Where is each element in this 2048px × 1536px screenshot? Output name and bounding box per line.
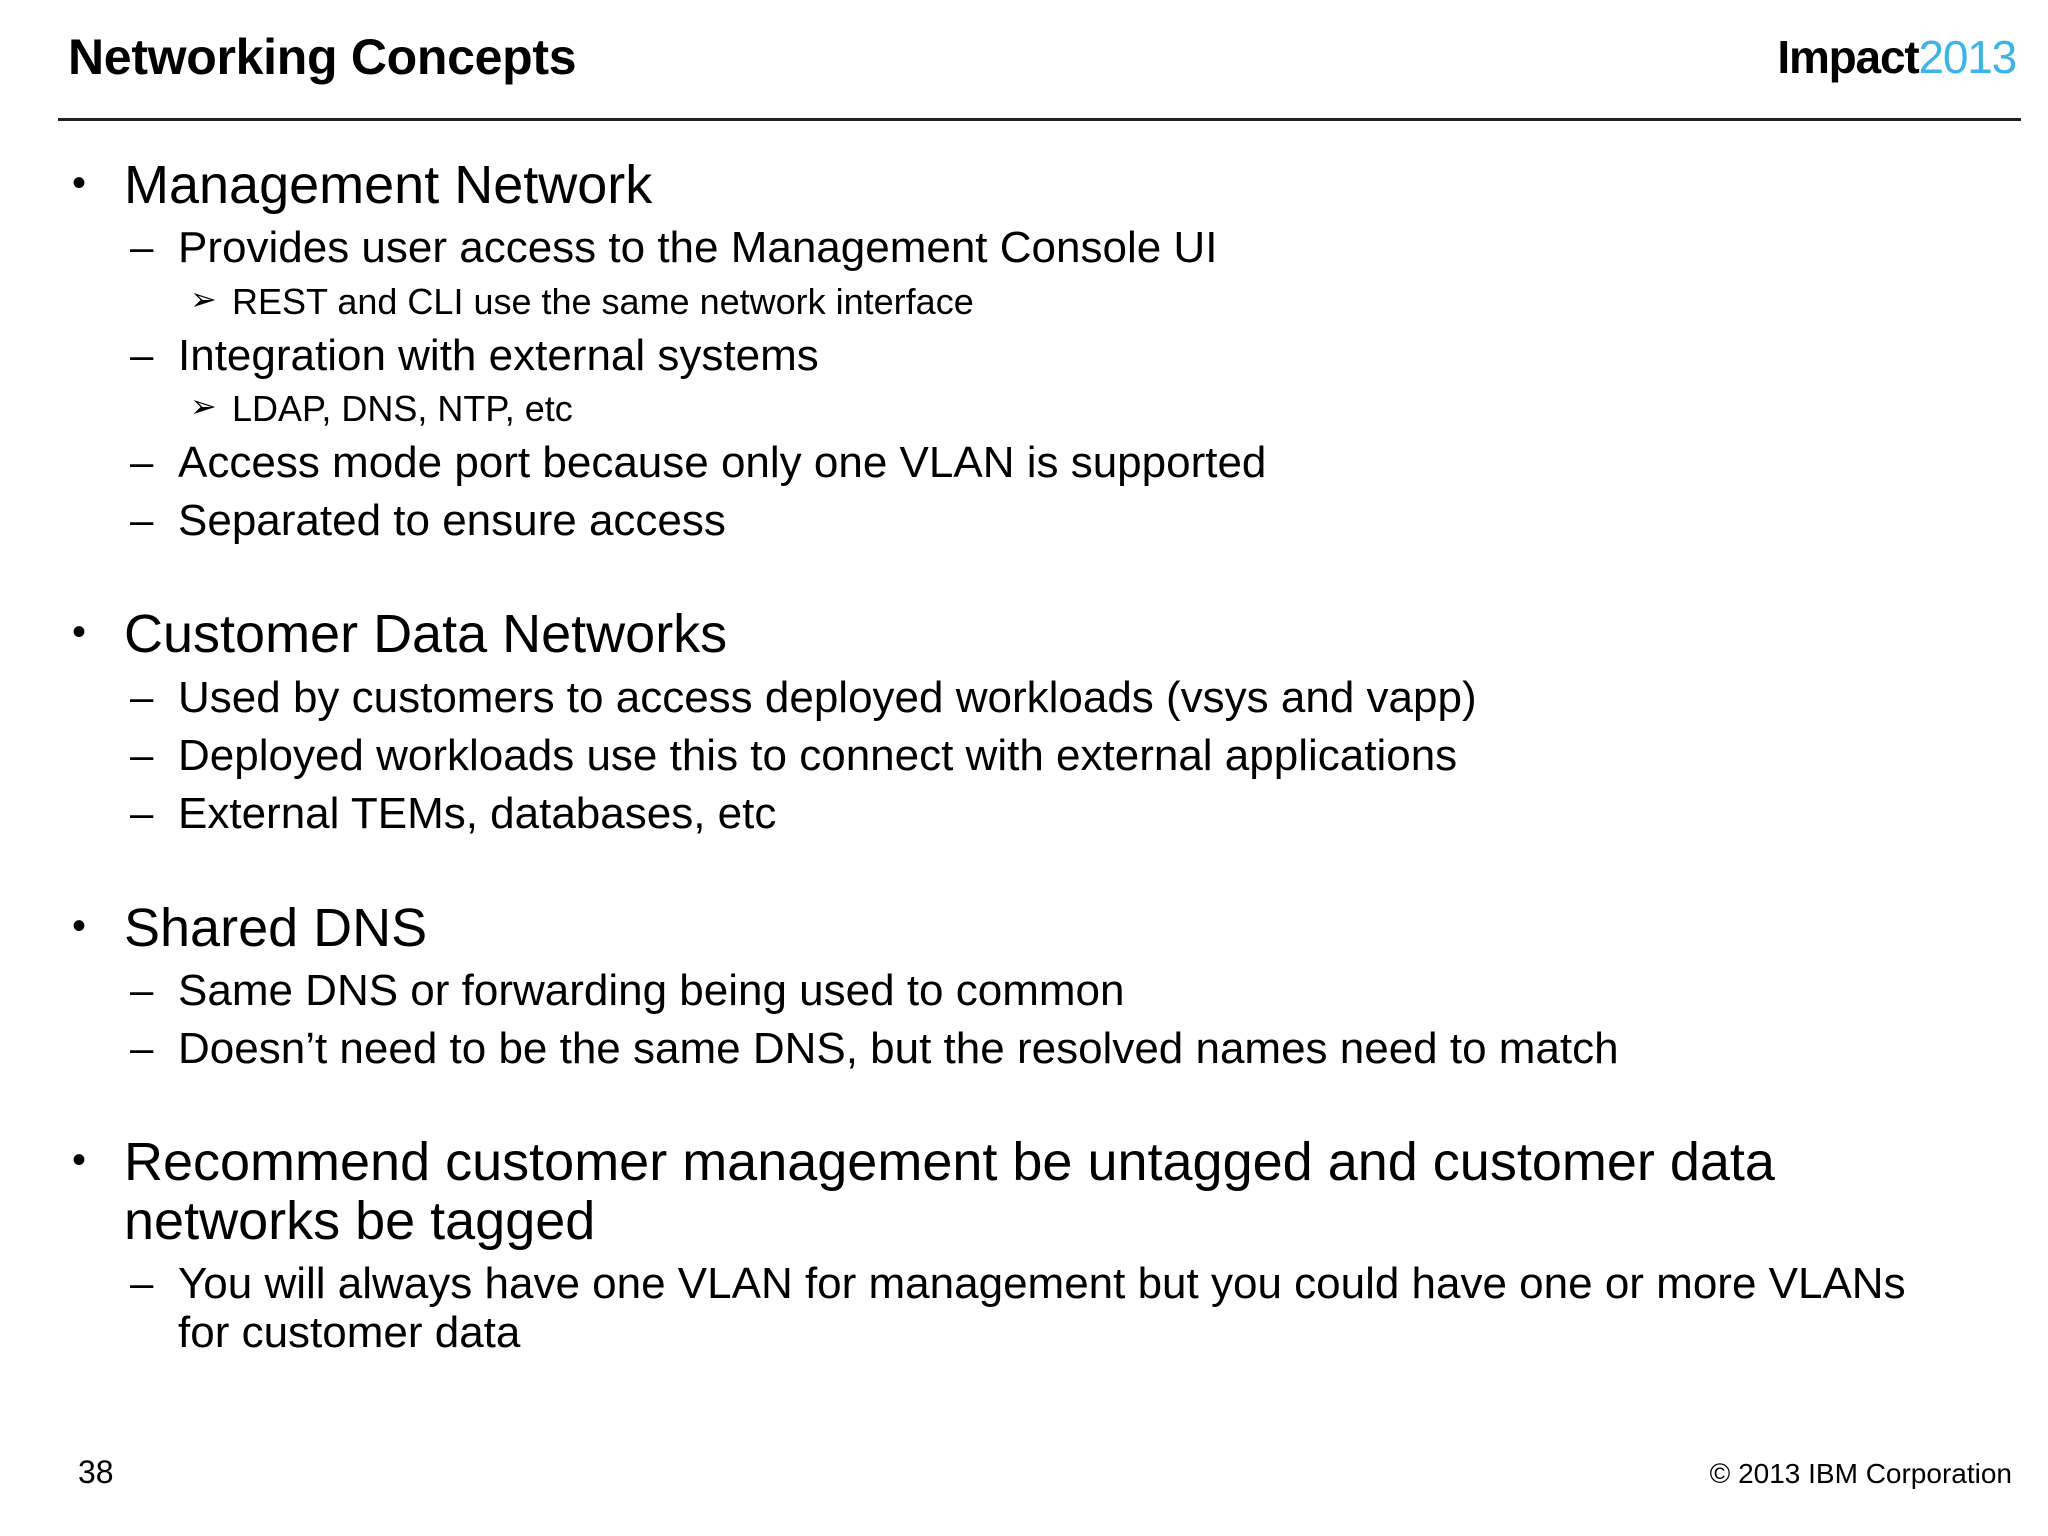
slide-footer: 38 © 2013 IBM Corporation <box>0 1426 2048 1536</box>
bullet-level2: –Used by customers to access deployed wo… <box>0 673 2048 722</box>
slide-content: •Management Network–Provides user access… <box>0 140 2048 1358</box>
bullet-level3: ➢ REST and CLI use the same network inter… <box>0 281 2048 322</box>
bullet-level1: • Recommend customer management be untagg… <box>0 1133 2048 1250</box>
dash-bullet-icon: – <box>130 965 154 1013</box>
bullet-dot-icon: • <box>72 903 87 948</box>
group-spacer <box>0 839 2048 883</box>
arrowhead-bullet-icon: ➢ <box>190 280 217 317</box>
page-number: 38 <box>78 1454 114 1490</box>
bullet-level2: –Provides user access to the Management … <box>0 223 2048 272</box>
page-title: Networking Concepts <box>68 29 577 85</box>
group-spacer <box>0 1073 2048 1117</box>
bullet-level1: • Shared DNS <box>0 897 2048 958</box>
bullet-level2: –External TEMs, databases, etc <box>0 789 2048 838</box>
bullet-level3-text: LDAP, DNS, NTP, etc <box>232 387 573 429</box>
bullet-level2-text: Access mode port because only one VLAN i… <box>178 437 1267 487</box>
arrowhead-bullet-icon: ➢ <box>190 387 217 424</box>
bullet-level3-text: REST and CLI use the same network interf… <box>232 280 974 322</box>
logo-impact-text: Impact <box>1777 31 1919 83</box>
logo-year-text: 2013 <box>1918 31 2017 83</box>
bullet-level1: • Customer Data Networks <box>0 604 2048 665</box>
bullet-level2-text: Doesn’t need to be the same DNS, but the… <box>178 1024 1619 1074</box>
dash-bullet-icon: – <box>130 731 154 779</box>
bullet-level2: –Deployed workloads use this to connect … <box>0 731 2048 780</box>
bullet-level2-text: Separated to ensure access <box>178 496 726 546</box>
dash-bullet-icon: – <box>130 437 154 485</box>
group-spacer <box>0 545 2048 589</box>
bullet-level1-text: Recommend customer management be untagge… <box>124 1132 1775 1251</box>
bullet-level1-text: Shared DNS <box>124 897 428 958</box>
impact-2013-logo: Impact2013 <box>1777 31 2017 83</box>
bullet-level2: –Access mode port because only one VLAN … <box>0 438 2048 487</box>
bullet-level2: –Separated to ensure access <box>0 496 2048 545</box>
dash-bullet-icon: – <box>130 496 154 544</box>
dash-bullet-icon: – <box>130 672 154 720</box>
header-divider <box>58 118 2021 121</box>
bullet-dot-icon: • <box>72 610 87 655</box>
bullet-level1: • Management Network <box>0 155 2048 215</box>
bullet-level2-text: Same DNS or forwarding being used to com… <box>178 965 1125 1015</box>
dash-bullet-icon: – <box>130 330 154 378</box>
bullet-level1-text: Management Network <box>124 155 653 215</box>
dash-bullet-icon: – <box>130 223 154 271</box>
bullet-level2-text: Deployed workloads use this to connect w… <box>178 731 1458 781</box>
bullet-level2: –Doesn’t need to be the same DNS, but th… <box>0 1024 2048 1073</box>
bullet-level3: ➢ LDAP, DNS, NTP, etc <box>0 388 2048 429</box>
bullet-level2-text: External TEMs, databases, etc <box>178 789 777 839</box>
slide-header: Networking Concepts Impact2013 <box>0 0 2048 122</box>
copyright-notice: © 2013 IBM Corporation <box>1709 1458 2012 1489</box>
dash-bullet-icon: – <box>130 1024 154 1072</box>
bullet-dot-icon: • <box>72 1138 87 1183</box>
bullet-level2-text: Used by customers to access deployed wor… <box>178 672 1477 722</box>
bullet-level2: –You will always have one VLAN for manag… <box>0 1259 2048 1358</box>
bullet-level2: –Same DNS or forwarding being used to co… <box>0 966 2048 1015</box>
bullet-level2: –Integration with external systems <box>0 331 2048 380</box>
bullet-level2-text: Integration with external systems <box>178 330 819 380</box>
dash-bullet-icon: – <box>130 1259 154 1307</box>
bullet-level2-text: You will always have one VLAN for manage… <box>178 1259 1906 1358</box>
bullet-level2-text: Provides user access to the Management C… <box>178 223 1218 273</box>
dash-bullet-icon: – <box>130 789 154 837</box>
bullet-dot-icon: • <box>72 161 87 205</box>
bullet-level1-text: Customer Data Networks <box>124 604 728 665</box>
